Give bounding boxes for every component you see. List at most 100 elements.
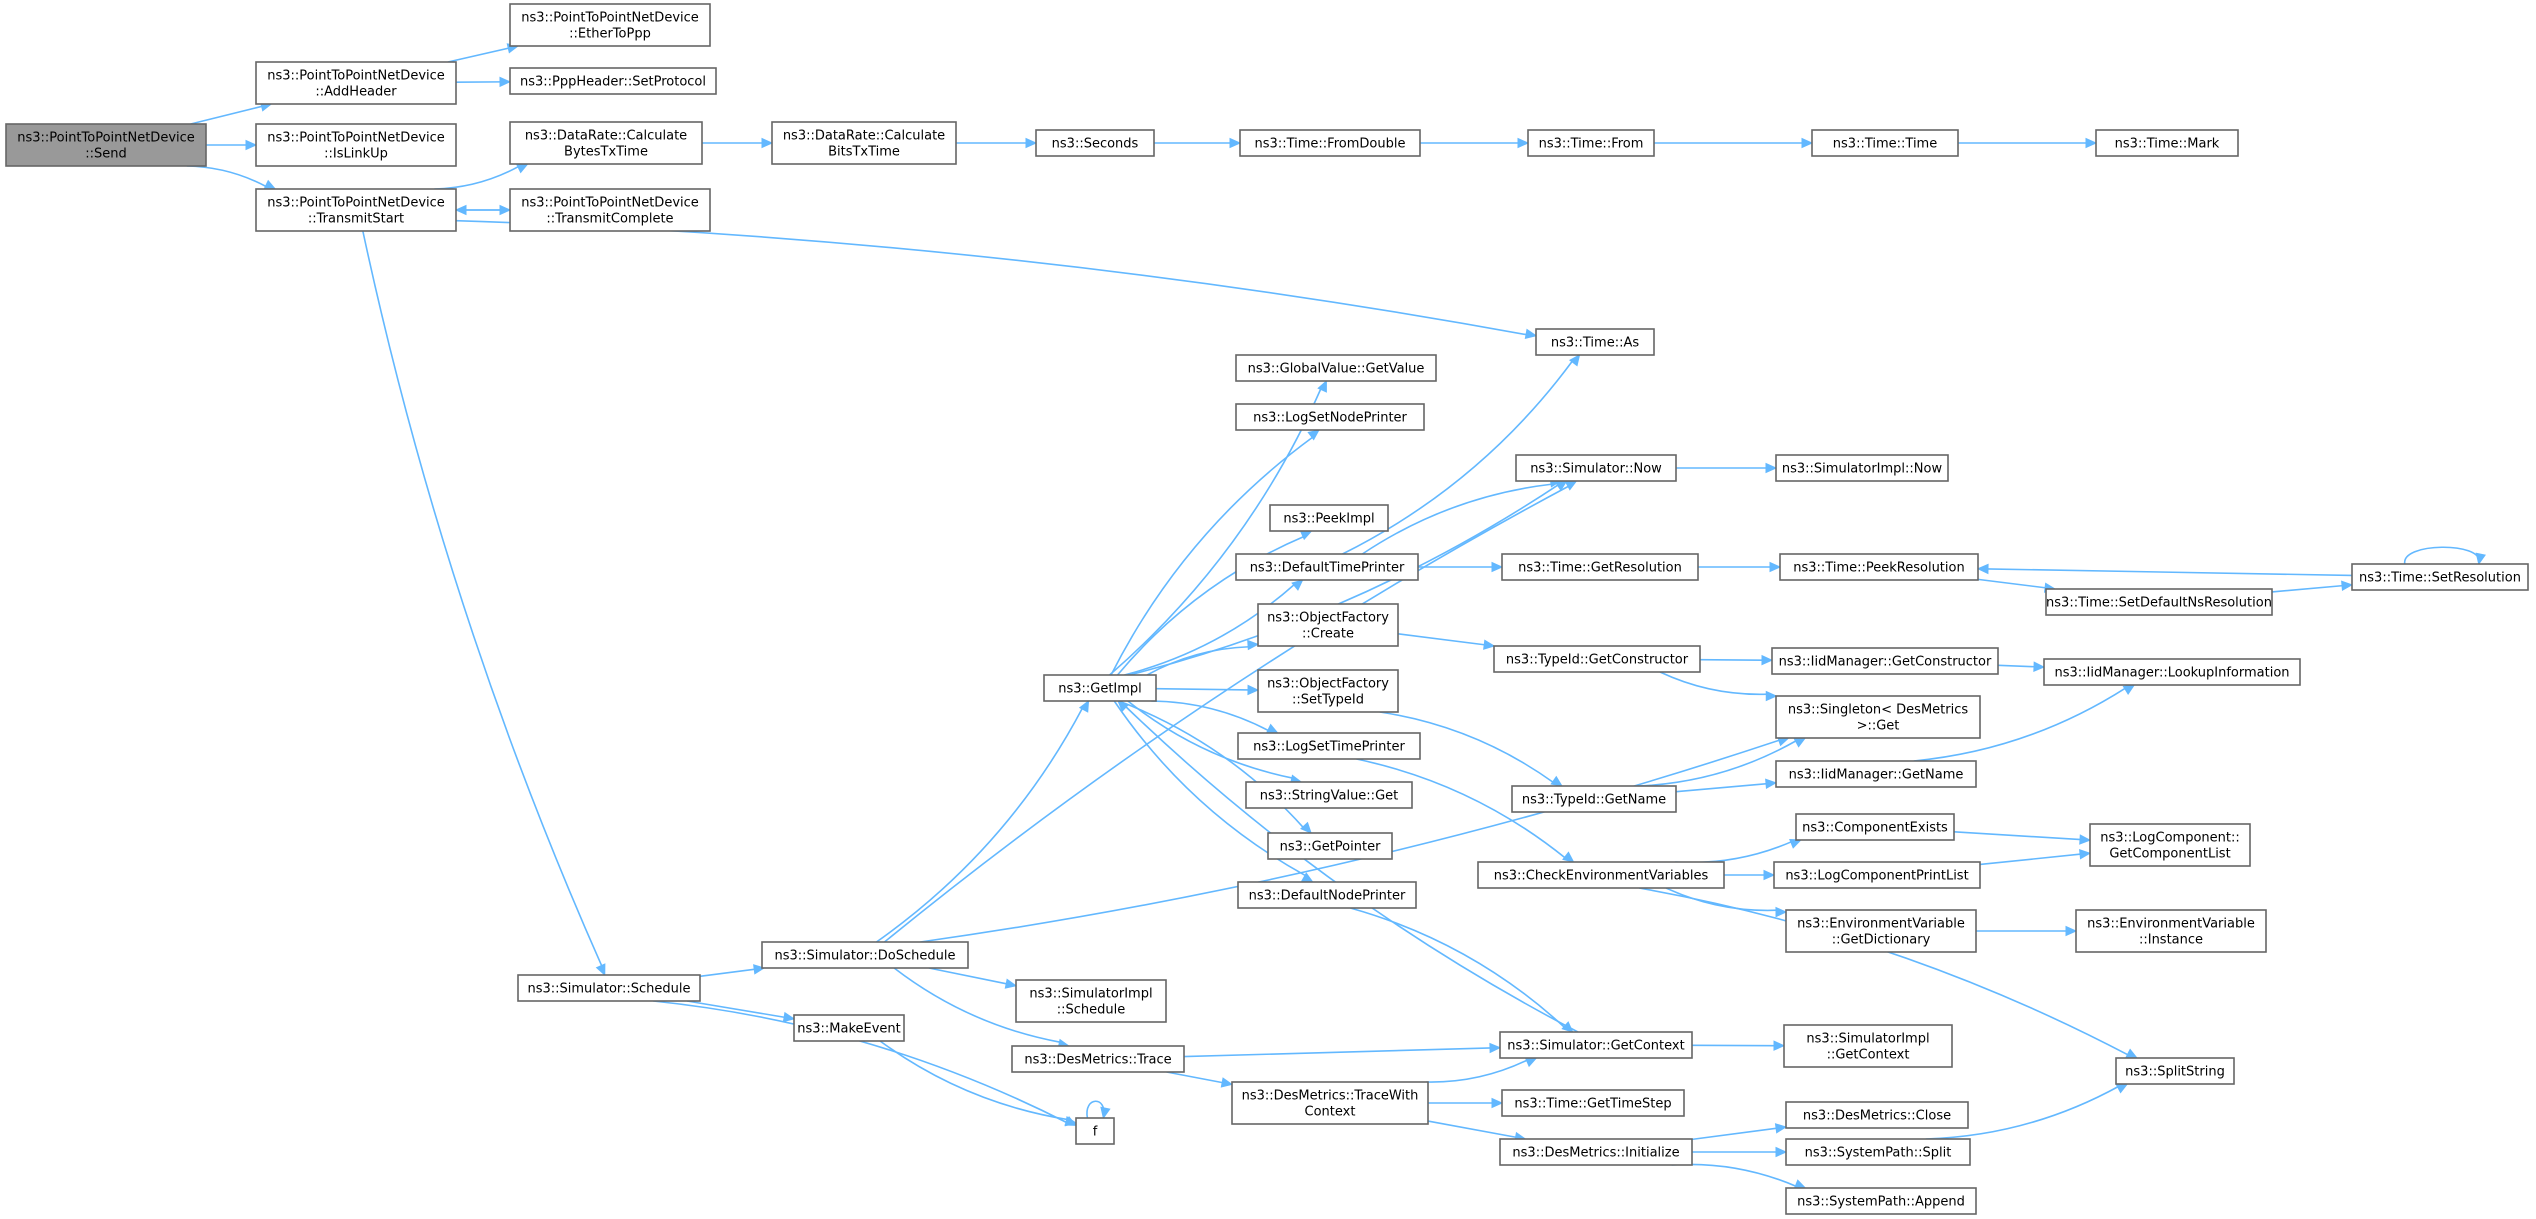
function-node-envInstance[interactable]: ns3::EnvironmentVariable::Instance	[2075, 909, 2267, 953]
function-node-transmitStart[interactable]: ns3::PointToPointNetDevice::TransmitStar…	[255, 188, 457, 232]
function-node-pathAppend[interactable]: ns3::SystemPath::Append	[1785, 1187, 1977, 1215]
function-node-ofCreate[interactable]: ns3::ObjectFactory::Create	[1257, 603, 1399, 647]
call-edge-traceWithContext-to-getTimeStep	[1428, 1097, 1504, 1109]
function-node-desInitialize[interactable]: ns3::DesMetrics::Initialize	[1499, 1138, 1693, 1166]
function-node-from[interactable]: ns3::Time::From	[1527, 129, 1655, 157]
call-edge-peekResolution-to-setDefaultNs	[1977, 578, 2057, 593]
node-label: ns3::PppHeader::SetProtocol	[520, 75, 706, 90]
function-node-mark[interactable]: ns3::Time::Mark	[2095, 129, 2239, 157]
function-node-transmitComplete[interactable]: ns3::PointToPointNetDevice::TransmitComp…	[509, 188, 711, 232]
function-node-schedule[interactable]: ns3::Simulator::Schedule	[517, 974, 701, 1002]
call-edge-addHeader-to-setProtocol	[455, 76, 512, 88]
function-node-getComponentList[interactable]: ns3::LogComponent::GetComponentList	[2089, 823, 2251, 867]
function-node-getTimeStep[interactable]: ns3::Time::GetTimeStep	[1501, 1089, 1685, 1117]
function-node-lookupInfo[interactable]: ns3::IidManager::LookupInformation	[2043, 658, 2301, 686]
function-node-etherToPpp[interactable]: ns3::PointToPointNetDevice::EtherToPpp	[509, 3, 711, 47]
node-box	[1235, 403, 1425, 431]
arrowhead	[1763, 869, 1776, 881]
node-label: ::Create	[1302, 627, 1354, 642]
edge-line	[1342, 360, 1574, 555]
call-edge-timeTime-to-mark	[1957, 137, 2098, 149]
function-node-simGetContext[interactable]: ns3::Simulator::GetContext	[1499, 1031, 1693, 1059]
node-box	[1511, 785, 1677, 813]
node-box	[1235, 553, 1419, 581]
node-label: ns3::LogSetTimePrinter	[1253, 740, 1405, 755]
function-node-fromDouble[interactable]: ns3::Time::FromDouble	[1239, 129, 1421, 157]
function-node-implSchedule[interactable]: ns3::SimulatorImpl::Schedule	[1015, 979, 1167, 1023]
call-edge-send-to-isLinkUp	[206, 139, 258, 151]
arrowhead	[454, 204, 467, 216]
function-node-ofSetTypeId[interactable]: ns3::ObjectFactory::SetTypeId	[1257, 669, 1399, 713]
node-box	[1035, 129, 1155, 157]
node-label: ns3::LogSetNodePrinter	[1253, 411, 1407, 426]
function-node-componentExists[interactable]: ns3::ComponentExists	[1795, 813, 1955, 841]
call-edge-schedule-to-doSchedule	[699, 964, 766, 978]
function-node-seconds[interactable]: ns3::Seconds	[1035, 129, 1155, 157]
arrowhead	[515, 163, 529, 174]
function-node-addHeader[interactable]: ns3::PointToPointNetDevice::AddHeader	[255, 61, 457, 105]
function-node-peekResolution[interactable]: ns3::Time::PeekResolution	[1779, 553, 1979, 581]
function-node-simNow[interactable]: ns3::Simulator::Now	[1515, 454, 1677, 482]
function-node-iidGetConstructor[interactable]: ns3::IidManager::GetConstructor	[1771, 647, 1999, 675]
node-label: ns3::PointToPointNetDevice	[17, 131, 195, 146]
node-label: ns3::DefaultTimePrinter	[1250, 561, 1405, 576]
node-box	[1237, 732, 1421, 760]
function-node-desTrace[interactable]: ns3::DesMetrics::Trace	[1011, 1045, 1185, 1073]
function-node-setResolution[interactable]: ns3::Time::SetResolution	[2351, 563, 2529, 591]
call-edge-from-to-timeTime	[1653, 137, 1814, 149]
function-node-f[interactable]: f	[1075, 1117, 1115, 1145]
node-label: ns3::Time::As	[1551, 336, 1640, 351]
function-node-isLinkUp[interactable]: ns3::PointToPointNetDevice::IsLinkUp	[255, 123, 457, 167]
function-node-setProtocol[interactable]: ns3::PppHeader::SetProtocol	[509, 67, 717, 95]
arrowhead	[1550, 775, 1563, 787]
function-node-splitString[interactable]: ns3::SplitString	[2115, 1057, 2235, 1085]
node-label: ::EtherToPpp	[569, 27, 651, 42]
arrowhead	[753, 964, 766, 975]
edge-line	[920, 739, 1781, 943]
node-box	[2089, 823, 2251, 867]
function-node-desClose[interactable]: ns3::DesMetrics::Close	[1785, 1101, 1969, 1129]
function-node-timeAs[interactable]: ns3::Time::As	[1535, 328, 1655, 356]
function-node-getResolution[interactable]: ns3::Time::GetResolution	[1501, 553, 1699, 581]
arrowhead	[1265, 723, 1279, 734]
arrowhead	[2341, 580, 2354, 592]
call-edge-f-to-f	[1086, 1100, 1111, 1120]
arrowhead	[1568, 354, 1581, 367]
function-node-defaultTimePrinter[interactable]: ns3::DefaultTimePrinter	[1235, 553, 1419, 581]
function-node-singletonGet[interactable]: ns3::Singleton< DesMetrics >::Get	[1775, 695, 1981, 739]
function-node-stringValueGet[interactable]: ns3::StringValue::Get	[1245, 781, 1413, 809]
function-node-pathSplit[interactable]: ns3::SystemPath::Split	[1785, 1138, 1971, 1166]
function-node-logSetTimePrinter[interactable]: ns3::LogSetTimePrinter	[1237, 732, 1421, 760]
function-node-send[interactable]: ns3::PointToPointNetDevice::Send	[5, 123, 207, 167]
edge-line	[653, 1000, 1068, 1124]
function-node-implNow[interactable]: ns3::SimulatorImpl::Now	[1775, 454, 1949, 482]
call-edge-iidGetConstructor-to-lookupInfo	[1997, 661, 2046, 672]
function-node-iidGetName[interactable]: ns3::IidManager::GetName	[1775, 760, 1977, 788]
edge-line	[1977, 578, 2047, 589]
function-node-logSetNodePrinter[interactable]: ns3::LogSetNodePrinter	[1235, 403, 1425, 431]
function-node-getValue[interactable]: ns3::GlobalValue::GetValue	[1235, 354, 1437, 382]
function-node-defaultNodePrinter[interactable]: ns3::DefaultNodePrinter	[1237, 881, 1417, 909]
arrowhead	[2125, 1048, 2139, 1059]
function-node-makeEvent[interactable]: ns3::MakeEvent	[793, 1014, 905, 1042]
node-label: ns3::Singleton< DesMetrics	[1788, 703, 1969, 718]
call-edge-getConstructor-to-iidGetConstructor	[1699, 654, 1774, 666]
function-node-logComponentPrintList[interactable]: ns3::LogComponentPrintList	[1773, 861, 1981, 889]
arrowhead	[1761, 654, 1774, 666]
call-edge-transmitStart-to-timeAs	[455, 219, 1538, 340]
function-node-getConstructor[interactable]: ns3::TypeId::GetConstructor	[1493, 645, 1701, 673]
function-node-implGetContext[interactable]: ns3::SimulatorImpl::GetContext	[1783, 1024, 1953, 1068]
function-node-typeGetName[interactable]: ns3::TypeId::GetName	[1511, 785, 1677, 813]
function-node-checkEnv[interactable]: ns3::CheckEnvironmentVariables	[1477, 861, 1725, 889]
function-node-getImpl[interactable]: ns3::GetImpl	[1043, 674, 1157, 702]
function-node-setDefaultNs[interactable]: ns3::Time::SetDefaultNsResolution	[2045, 588, 2273, 616]
function-node-timeTime[interactable]: ns3::Time::Time	[1811, 129, 1959, 157]
call-edge-desInitialize-to-desClose	[1691, 1123, 1788, 1141]
function-node-envGetDictionary[interactable]: ns3::EnvironmentVariable::GetDictionary	[1785, 909, 1977, 953]
function-node-getPointer[interactable]: ns3::GetPointer	[1267, 832, 1393, 860]
function-node-peekImpl[interactable]: ns3::PeekImpl	[1269, 504, 1389, 532]
function-node-doSchedule[interactable]: ns3::Simulator::DoSchedule	[761, 941, 969, 969]
